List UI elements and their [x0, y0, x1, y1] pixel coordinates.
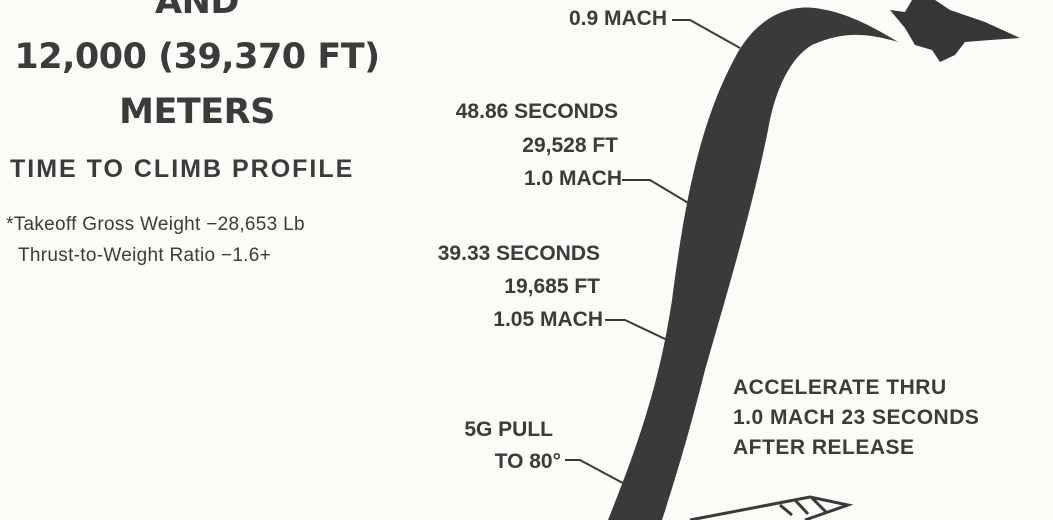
label-39-mach: 1.05 MACH — [493, 308, 603, 331]
label-48-alt: 29,528 FT — [522, 134, 618, 157]
subtitle: TIME TO CLIMB PROFILE — [10, 155, 355, 183]
label-48-mach: 1.0 MACH — [523, 167, 622, 190]
label-pull-1: 5G PULL — [464, 418, 553, 441]
leader-pull — [565, 459, 633, 489]
label-39-time: 39.33 SECONDS — [437, 242, 600, 265]
label-48-time: 48.86 SECONDS — [455, 100, 618, 123]
leader-lines — [565, 19, 741, 489]
accelerate-line-2: 1.0 MACH 23 SECONDS — [733, 406, 980, 429]
label-pull-2: TO 80° — [494, 450, 561, 473]
label-39-alt: 19,685 FT — [504, 275, 600, 298]
accelerate-line-3: AFTER RELEASE — [733, 436, 915, 459]
title-and: AND — [155, 0, 239, 22]
accelerate-line-1: ACCELERATE THRU — [733, 376, 947, 399]
aircraft-silhouette-icon — [890, 0, 1020, 62]
title-meters: METERS — [119, 92, 275, 132]
note-weight: *Takeoff Gross Weight −28,653 Lb — [6, 214, 305, 235]
climb-ribbon — [608, 7, 898, 520]
label-top-mach: 0.9 MACH — [568, 7, 667, 30]
runway — [689, 495, 854, 520]
note-thrust: Thrust-to-Weight Ratio −1.6+ — [18, 245, 272, 266]
leader-39s — [605, 319, 681, 347]
leader-48s — [622, 179, 701, 211]
title-altitude: 12,000 (39,370 FT) — [14, 37, 380, 77]
leader-top — [672, 19, 741, 49]
